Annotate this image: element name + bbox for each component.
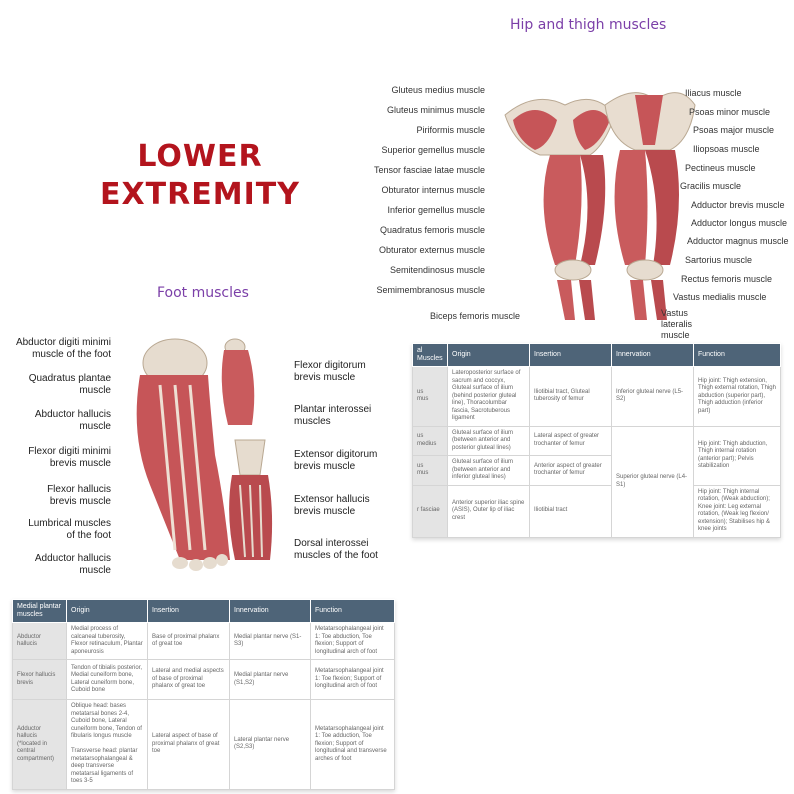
hip-label-tensor-fasciae: Tensor fasciae latae muscle [373, 165, 485, 175]
muscle-cell: us mus [412, 366, 448, 427]
origin-cell: Gluteal surface of ilium (between anteri… [447, 425, 530, 456]
muscle-cell: us mus [412, 455, 448, 486]
muscle-cell: Adductor hallucis (*located in central c… [12, 699, 67, 790]
hip-thigh-illustration [504, 92, 696, 320]
hip-section-title: Hip and thigh muscles [510, 17, 667, 33]
foot-label-adductor-hallucis: Adductor hallucis muscle [34, 553, 111, 576]
hip-label-superior-gemellus: Superior gemellus muscle [381, 145, 485, 155]
innervation-cell: Medial plantar nerve (S1-S3) [229, 622, 311, 660]
table-header-row: al Muscles Origin Insertion Innervation … [412, 343, 781, 367]
origin-cell: Anterior superior iliac spine (ASIS), Ou… [447, 484, 530, 538]
muscle-cell: Abductor hallucis [12, 622, 67, 660]
insertion-cell: Anterior aspect of greater trochanter of… [529, 455, 612, 486]
hip-label-adductor-magnus: Adductor magnus muscle [687, 236, 789, 246]
hip-label-iliopsoas: Iliopsoas muscle [693, 144, 760, 154]
col-function: Function [693, 343, 781, 367]
function-cell: Metatarsophalangeal joint 1: Toe abducti… [310, 622, 395, 660]
col-function: Function [310, 599, 395, 623]
table-row: Adductor hallucis (*located in central c… [12, 699, 395, 790]
hip-label-gracilis: Gracilis muscle [680, 181, 742, 191]
function-cell: Hip joint: Thigh abduction, Thigh intern… [693, 425, 781, 486]
col-insertion: Insertion [529, 343, 612, 367]
muscle-cell: us medius [412, 425, 448, 456]
origin-cell: Medial process of calcaneal tuberosity, … [66, 622, 148, 660]
origin-cell: Tendon of tibialis posterior, Medial cun… [66, 659, 148, 700]
hip-label-sartorius: Sartorius muscle [685, 255, 753, 265]
foot-label-flexor-digiti-minimi: Flexor digiti minimi brevis muscle [28, 446, 111, 469]
col-origin: Origin [66, 599, 148, 623]
foot-label-flexor-hallucis-brevis: Flexor hallucis brevis muscle [47, 484, 111, 507]
hip-muscles-table: al Muscles Origin Insertion Innervation … [412, 343, 781, 538]
innervation-cell: Superior gluteal nerve (L4-S1) [611, 425, 694, 538]
hip-label-gluteus-minimus: Gluteus minimus muscle [386, 105, 485, 115]
hip-label-biceps-femoris: Biceps femoris muscle [429, 311, 520, 321]
function-cell: Hip joint: Thigh internal rotation, (Wea… [693, 484, 781, 538]
table-row: Abductor hallucis Medial process of calc… [12, 622, 395, 660]
col-origin: Origin [447, 343, 530, 367]
innervation-cell: Medial plantar nerve (S1,S2) [229, 659, 311, 700]
insertion-cell: Iliotibial tract [529, 484, 612, 538]
origin-cell: Gluteal surface of ilium (between anteri… [447, 455, 530, 486]
hip-label-gluteus-medius: Gluteus medius muscle [391, 85, 485, 95]
innervation-cell: Inferior gluteal nerve (L5-S2) [611, 366, 694, 427]
hip-label-piriformis: Piriformis muscle [416, 125, 485, 135]
origin-cell: Oblique head: bases metatarsal bones 2-4… [66, 699, 148, 790]
table-row: Flexor hallucis brevis Tendon of tibiali… [12, 659, 395, 700]
hip-label-obturator-internus: Obturator internus muscle [381, 185, 485, 195]
hip-label-psoas-minor: Psoas minor muscle [689, 107, 771, 117]
muscle-cell: r fasciae [412, 484, 448, 538]
col-insertion: Insertion [147, 599, 230, 623]
insertion-cell: Lateral aspect of greater trochanter of … [529, 425, 612, 456]
foot-label-lumbrical: Lumbrical muscles of the foot [28, 518, 111, 541]
function-cell: Hip joint: Thigh extension, Thigh extern… [693, 366, 781, 427]
foot-label-dorsal-interossei: Dorsal interossei muscles of the foot [294, 538, 378, 561]
table-row: us mus Lateroposterior surface of sacrum… [412, 366, 781, 427]
innervation-cell: Lateral plantar nerve (S2,S3) [229, 699, 311, 790]
hip-label-obturator-externus: Obturator externus muscle [378, 245, 485, 255]
function-cell: Metatarsophalangeal joint 1: Toe adducti… [310, 699, 395, 790]
page-title: LOWER EXTREMITY [70, 138, 330, 214]
col-muscle: al Muscles [412, 343, 448, 367]
hip-label-iliacus: Iliacus muscle [685, 88, 742, 98]
foot-label-extensor-digitorum-brevis: Extensor digitorum brevis muscle [294, 449, 378, 472]
insertion-cell: Iliotibial tract, Gluteal tuberosity of … [529, 366, 612, 427]
foot-label-abductor-hallucis: Abductor hallucis muscle [34, 409, 111, 432]
foot-label-plantar-interossei: Plantar interossei muscles [294, 404, 372, 427]
col-innervation: Innervation [229, 599, 311, 623]
title-line-2: EXTREMITY [100, 177, 300, 212]
table-row: r fasciae Anterior superior iliac spine … [412, 484, 781, 538]
hip-label-inferior-gemellus: Inferior gemellus muscle [387, 205, 485, 215]
hip-label-semimembranosus: Semimembranosus muscle [376, 285, 485, 295]
hip-label-adductor-longus: Adductor longus muscle [691, 218, 788, 228]
insertion-cell: Lateral aspect of base of proximal phala… [147, 699, 230, 790]
col-innervation: Innervation [611, 343, 694, 367]
foot-label-abductor-digiti-minimi: Abductor digiti minimi muscle of the foo… [15, 337, 111, 360]
foot-illustration [136, 338, 273, 571]
foot-label-flexor-digitorum-brevis: Flexor digitorum brevis muscle [294, 360, 366, 383]
hip-label-vastus-lateralis: Vastus lateralis muscle [661, 308, 693, 340]
hip-label-pectineus: Pectineus muscle [685, 163, 756, 173]
hip-label-semitendinosus: Semitendinosus muscle [389, 265, 485, 275]
foot-muscles-table: Medial plantar muscles Origin Insertion … [12, 599, 395, 790]
hip-label-adductor-brevis: Adductor brevis muscle [691, 200, 785, 210]
insertion-cell: Base of proximal phalanx of great toe [147, 622, 230, 660]
origin-cell: Lateroposterior surface of sacrum and co… [447, 366, 530, 427]
hip-label-rectus-femoris: Rectus femoris muscle [681, 274, 773, 284]
hip-label-vastus-medialis: Vastus medialis muscle [673, 292, 767, 302]
col-muscle: Medial plantar muscles [12, 599, 67, 623]
foot-section-title: Foot muscles [157, 285, 249, 301]
foot-label-quadratus-plantae: Quadratus plantae muscle [28, 373, 111, 396]
insertion-cell: Lateral and medial aspects of base of pr… [147, 659, 230, 700]
function-cell: Metatarsophalangeal joint 1: Toe flexion… [310, 659, 395, 700]
foot-label-extensor-hallucis-brevis: Extensor hallucis brevis muscle [294, 494, 370, 517]
hip-label-quadratus-femoris: Quadratus femoris muscle [379, 225, 485, 235]
table-header-row: Medial plantar muscles Origin Insertion … [12, 599, 395, 623]
muscle-cell: Flexor hallucis brevis [12, 659, 67, 700]
table-row: us medius Gluteal surface of ilium (betw… [412, 425, 781, 538]
title-line-1: LOWER [137, 139, 263, 174]
hip-label-psoas-major: Psoas major muscle [693, 125, 775, 135]
